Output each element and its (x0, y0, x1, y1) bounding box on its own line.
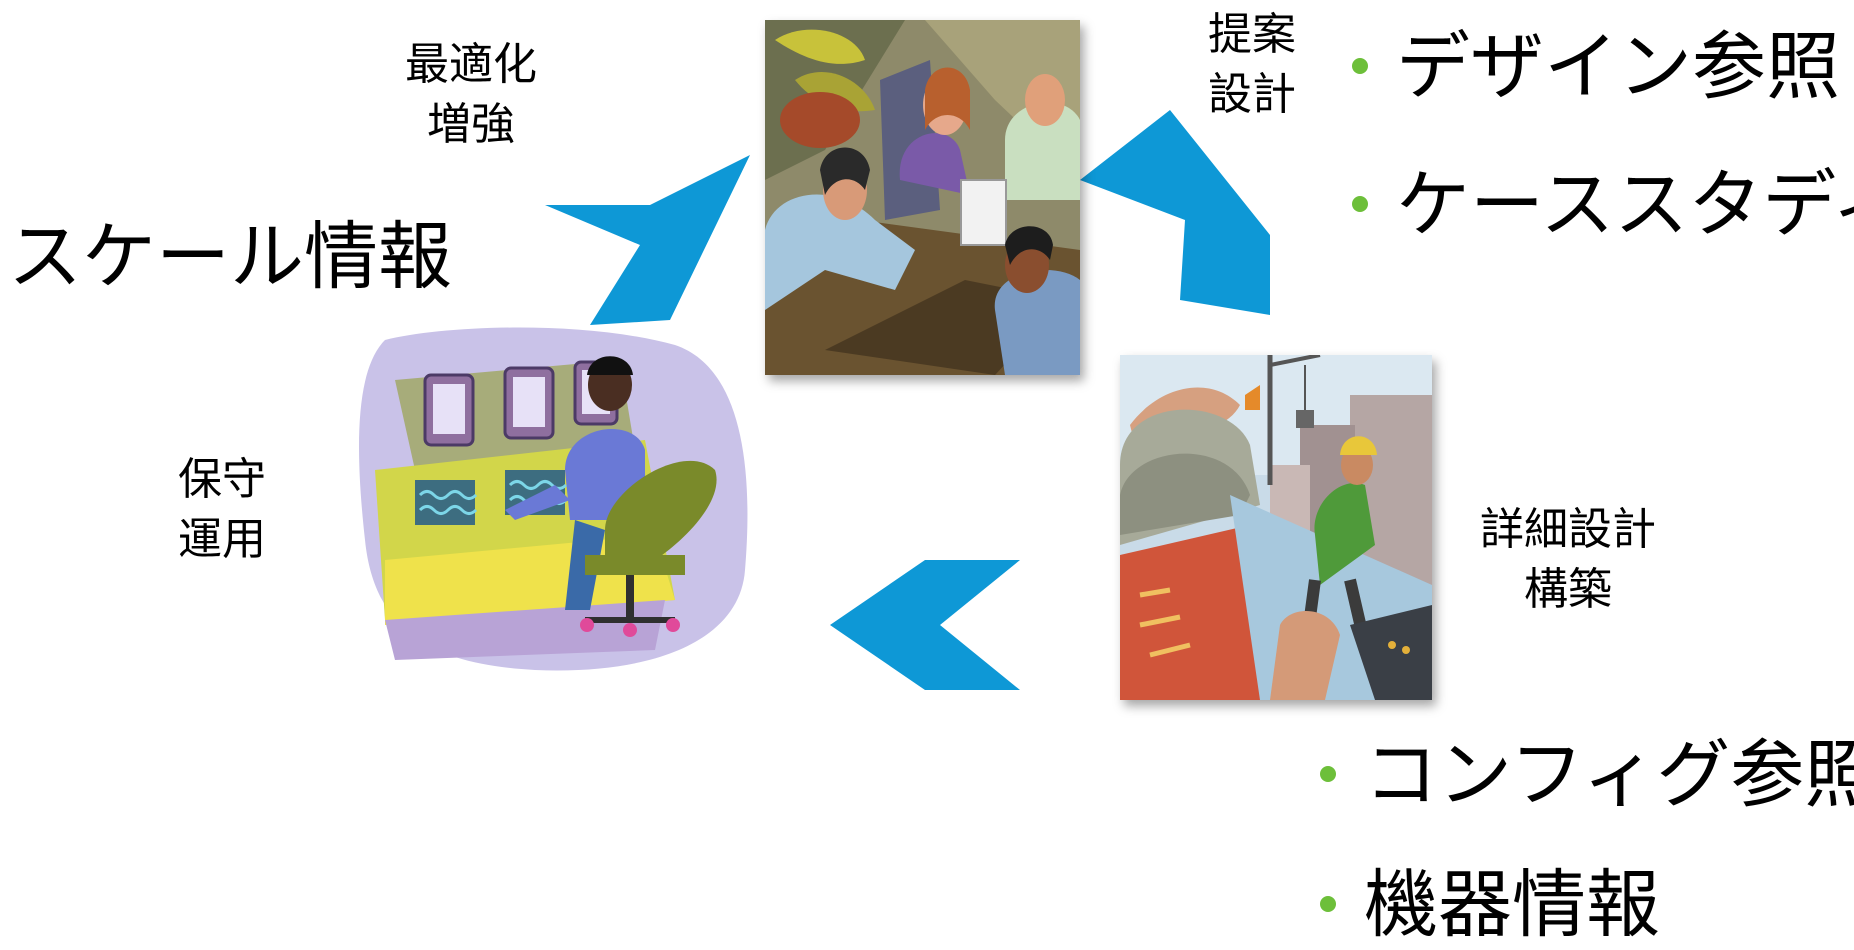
scale-info-text: スケール情報 (8, 214, 452, 300)
bullet-dot-icon (1320, 896, 1336, 912)
build-bullet-text: コンフィグ参照 (1364, 732, 1854, 818)
label-optimize: 最適化 増強 (405, 35, 537, 155)
build-bullet-list-2: 機器情報 (1320, 860, 1660, 950)
operator-clipart-image (355, 320, 755, 680)
arrow-to-detail-icon (1080, 110, 1270, 315)
build-bullet-list: コンフィグ参照 (1320, 730, 1854, 820)
label-maintain-line2: 運用 (178, 514, 266, 565)
label-maintain: 保守 運用 (178, 450, 266, 570)
label-propose: 提案 設計 (1208, 5, 1296, 125)
construction-clipart-image (1120, 355, 1432, 700)
arrow-to-maintain-icon (830, 560, 1020, 690)
label-maintain-line1: 保守 (178, 454, 266, 505)
label-detail-line1: 詳細設計 (1480, 504, 1656, 555)
label-optimize-line2: 増強 (427, 99, 515, 150)
design-bullet-text: デザイン参照 (1396, 24, 1840, 110)
bullet-dot-icon (1352, 58, 1368, 74)
design-bullet-item: ケーススタディ (1352, 160, 1854, 250)
build-bullet-text: 機器情報 (1364, 862, 1660, 948)
arrow-to-propose-icon (545, 155, 750, 325)
build-bullet-item: 機器情報 (1320, 860, 1660, 950)
label-detail-line2: 構築 (1524, 564, 1612, 615)
build-bullet-item: コンフィグ参照 (1320, 730, 1854, 820)
bullet-dot-icon (1320, 766, 1336, 782)
design-bullet-text: ケーススタディ (1396, 162, 1854, 248)
design-bullet-list: デザイン参照 ケーススタディ (1352, 22, 1854, 250)
bullet-dot-icon (1352, 196, 1368, 212)
label-propose-line2: 設計 (1208, 69, 1296, 120)
label-optimize-line1: 最適化 (405, 39, 537, 90)
label-propose-line1: 提案 (1208, 9, 1296, 60)
design-bullet-item: デザイン参照 (1352, 22, 1854, 112)
label-detail: 詳細設計 構築 (1480, 500, 1656, 620)
meeting-clipart-image (765, 20, 1080, 375)
